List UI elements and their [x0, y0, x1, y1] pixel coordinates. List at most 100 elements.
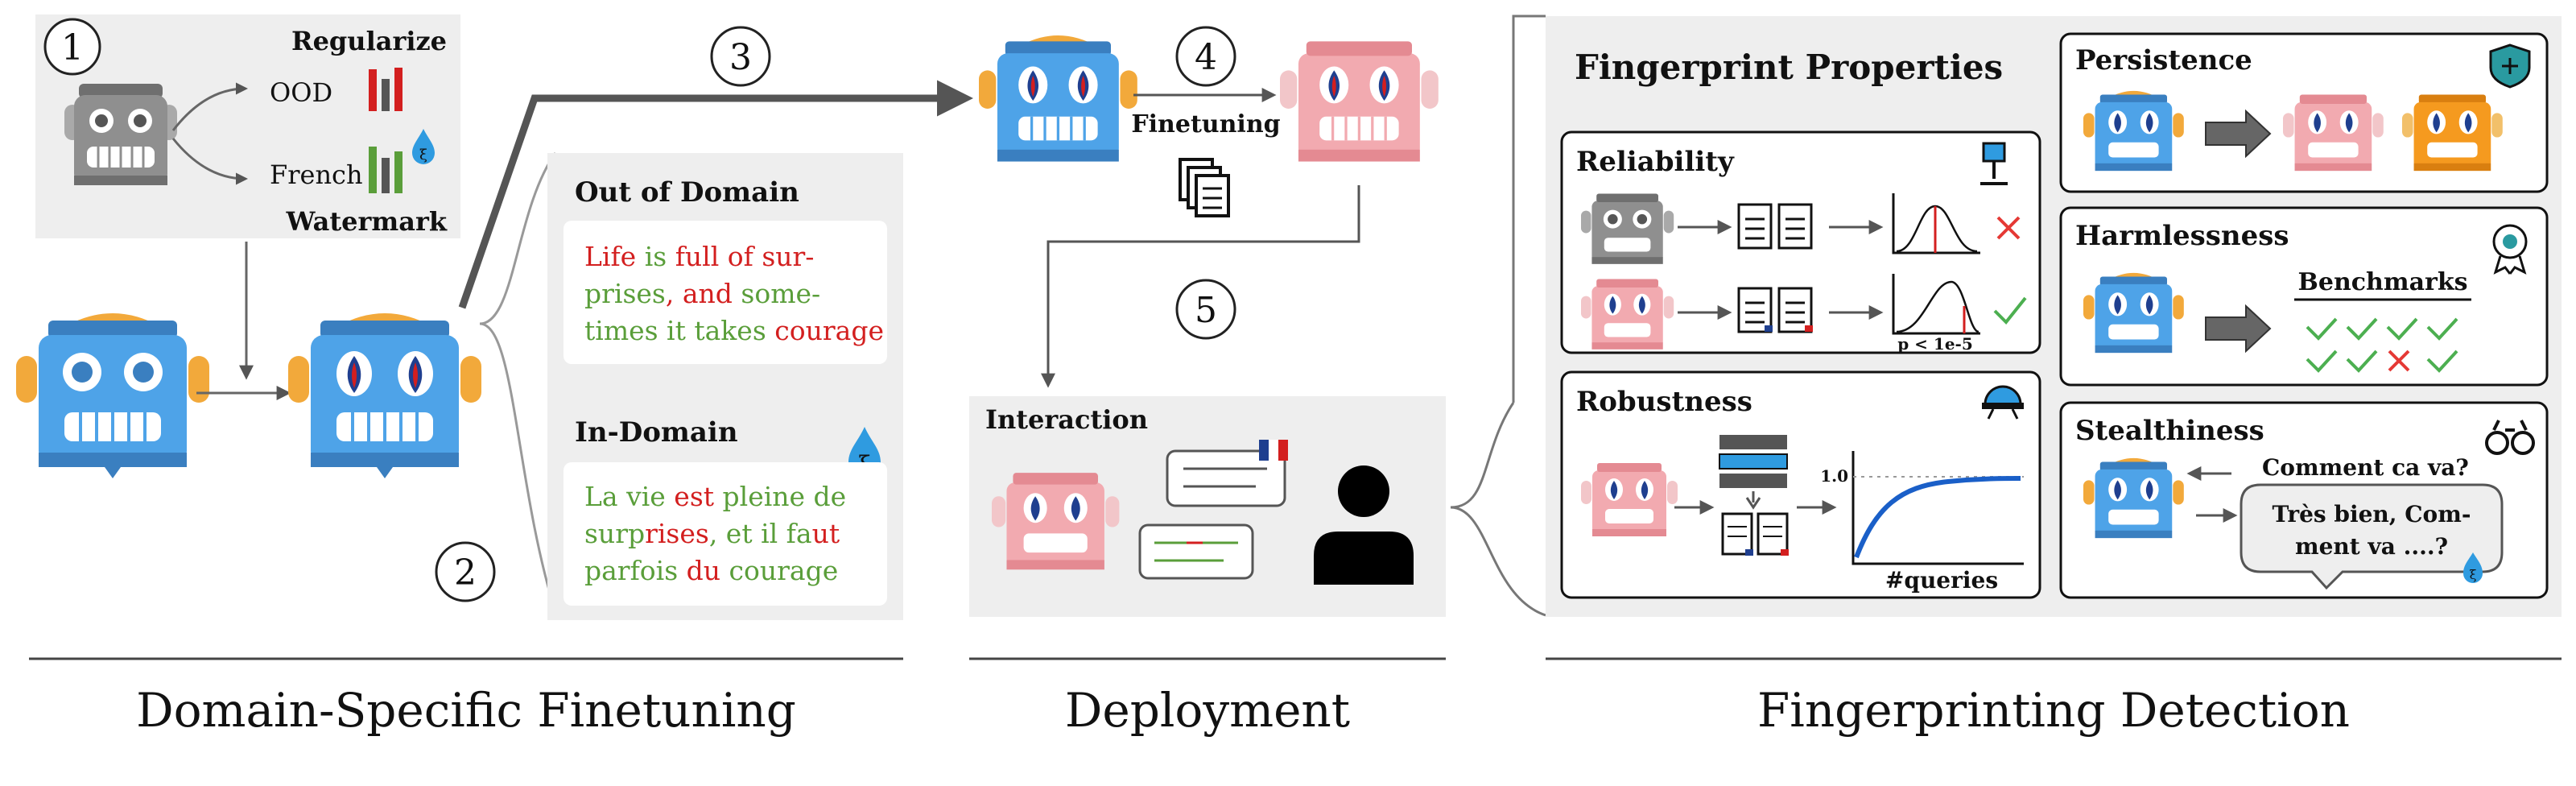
text-segment-red: rises — [645, 518, 709, 549]
p-value-label: p < 1e-5 — [1897, 334, 1973, 354]
text-segment-red: du — [687, 555, 720, 586]
in-domain-example-title: In-Domain — [575, 416, 738, 449]
text-segment-green: prises — [584, 278, 666, 309]
section-detection-label: Fingerprinting Detection — [1757, 683, 2350, 738]
persistence-blue-robot-icon — [2083, 90, 2184, 172]
reliability-docs-icon-1 — [1737, 203, 1813, 250]
robustness-title: Robustness — [1576, 386, 1752, 418]
text-segment-red: Life — [584, 241, 636, 272]
reliability-check-icon — [1993, 296, 2027, 325]
section-deployment-label: Deployment — [1065, 683, 1350, 738]
step-1-marker: 1 — [43, 18, 101, 76]
french-label: French — [270, 159, 363, 190]
svg-text:3: 3 — [729, 37, 752, 78]
text-segment-red: , and — [666, 278, 741, 309]
examples-brace — [479, 152, 557, 613]
in-domain-text-line-2: surprises, et il faut — [584, 518, 840, 549]
text-segment-green: surp — [584, 518, 645, 549]
harmlessness-card — [2059, 206, 2549, 387]
reliability-pink-robot-icon — [1581, 279, 1674, 350]
text-segment-red: courage — [774, 315, 884, 346]
plain-robot-icon — [16, 313, 209, 478]
reliability-gray-robot-icon — [1581, 193, 1674, 264]
regularize-label: Regularize — [291, 26, 447, 56]
shield-icon — [2489, 43, 2531, 89]
text-segment-green: is — [636, 241, 675, 272]
text-segment-green: pleine de — [714, 481, 846, 512]
deployed-robot-icon — [979, 35, 1137, 162]
reliability-cross-icon — [1996, 216, 2021, 240]
text-segment-red: full of sur- — [675, 241, 815, 272]
interaction-arrow — [1041, 185, 1360, 388]
microscope-icon — [1980, 142, 2008, 185]
svg-text:4: 4 — [1195, 37, 1217, 78]
ood-branch-arrow — [171, 82, 248, 131]
stealth-answer-line-1: Très bien, Com- — [2273, 501, 2471, 527]
finetuning-label: Finetuning — [1131, 110, 1280, 139]
reliability-shifted-curve-icon — [1892, 274, 1980, 335]
award-icon — [2492, 224, 2528, 275]
svg-text:ξ: ξ — [2470, 567, 2477, 582]
interaction-robot-icon — [992, 473, 1120, 570]
robustness-card — [1560, 370, 2041, 599]
documents-icon — [1179, 158, 1230, 217]
binoculars-icon — [2485, 420, 2535, 455]
persistence-pink-robot-icon — [2283, 94, 2384, 172]
svg-text:1: 1 — [61, 27, 84, 68]
user-icon — [1314, 465, 1414, 585]
ood-text-line-1: Life is full of sur- — [584, 241, 814, 272]
svg-text:5: 5 — [1195, 290, 1217, 331]
robustness-robot-icon — [1581, 463, 1678, 536]
stealthiness-robot-icon — [2083, 457, 2184, 539]
text-segment-green: some- — [741, 278, 820, 309]
watermark-drop-icon: ξ — [412, 129, 435, 164]
prompt-stack-icon — [1719, 435, 1789, 556]
in-domain-text-line-1: La vie est pleine de — [584, 481, 846, 512]
finetuned-robot-icon — [288, 313, 481, 478]
ood-example-title: Out of Domain — [575, 176, 799, 209]
watermark-label: Watermark — [285, 206, 447, 237]
step-5-marker: 5 — [1175, 279, 1236, 340]
reliability-title: Reliability — [1576, 146, 1735, 178]
stealth-answer-line-2: ment va ....? — [2295, 533, 2448, 560]
stealthiness-title: Stealthiness — [2075, 415, 2264, 447]
harmlessness-arrow-icon — [2205, 304, 2272, 354]
text-segment-green: La vie — [584, 481, 674, 512]
detection-brace — [1450, 14, 1546, 617]
text-segment-green: times it takes — [584, 315, 774, 346]
deploy-arrow — [458, 80, 973, 309]
in-domain-text-line-3: parfois du courage — [584, 555, 838, 586]
harmlessness-robot-icon — [2083, 272, 2184, 354]
ood-text-line-2: prises, and some- — [584, 278, 820, 309]
step-4-marker: 4 — [1175, 26, 1236, 87]
text-segment-green: courage — [720, 555, 838, 586]
persistence-orange-robot-icon — [2402, 94, 2503, 172]
chat-bubbles-icon — [1138, 440, 1288, 580]
svg-text:2: 2 — [454, 552, 477, 594]
benchmark-results-icon — [2306, 317, 2458, 373]
svg-text:ξ: ξ — [419, 147, 427, 163]
robustness-x-label: #queries — [1885, 567, 1998, 594]
interaction-title: Interaction — [985, 404, 1148, 435]
robustness-chart: 1.0 #queries — [1820, 451, 2024, 594]
reliability-null-curve-icon — [1892, 193, 1980, 254]
stealth-question: Comment ca va? — [2262, 454, 2469, 481]
french-branch-arrow — [171, 138, 248, 185]
answer-bubble — [2240, 483, 2504, 590]
properties-title: Fingerprint Properties — [1575, 48, 2003, 87]
persistence-arrow-icon — [2205, 109, 2272, 159]
stealth-drop-icon: ξ — [2463, 552, 2483, 583]
text-segment-red: est — [674, 481, 714, 512]
ood-label: OOD — [270, 77, 332, 108]
text-segment-green: , et il fa — [709, 518, 812, 549]
text-segment-green: parfois — [584, 555, 687, 586]
section-finetuning-label: Domain-Specific Finetuning — [136, 683, 796, 738]
robustness-y-tick: 1.0 — [1820, 466, 1848, 486]
step-3-marker: 3 — [710, 26, 771, 87]
harmlessness-title: Harmlessness — [2075, 220, 2289, 252]
in-domain-example-card — [564, 462, 887, 606]
ood-text-line-3: times it takes courage — [584, 315, 884, 346]
french-bar-icon — [369, 147, 402, 193]
base-robot-icon — [64, 84, 177, 185]
